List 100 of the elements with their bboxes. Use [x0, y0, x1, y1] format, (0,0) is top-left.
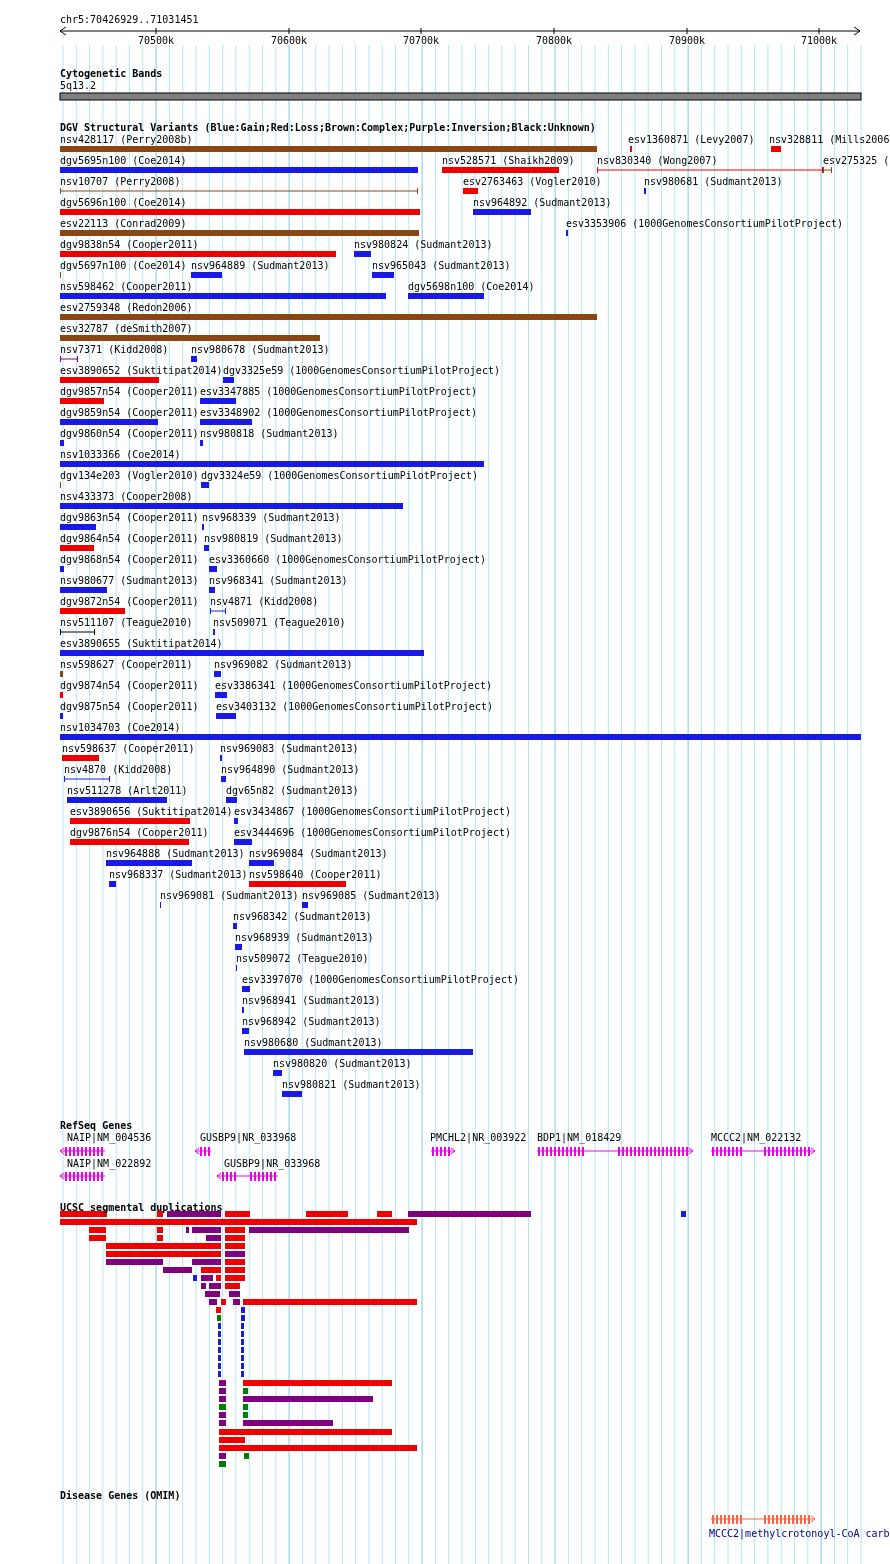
- variant-label: nsv509072 (Teague2010): [236, 953, 369, 965]
- variant-label: esv1360871 (Levy2007): [628, 134, 755, 146]
- variant-label: nsv980824 (Sudmant2013): [354, 239, 493, 251]
- gene-label: MCCC2|NM_022132: [711, 1132, 802, 1144]
- variant-label: esv3347885 (1000GenomesConsortiumPilotProject): [200, 386, 477, 398]
- variant-label: dgv3324e59 (1000GenomesConsortiumPilotProject): [201, 470, 478, 482]
- variant-label: esv3360660 (1000GenomesConsortiumPilotProject): [209, 554, 486, 566]
- gene-label: MCCC2|methylcrotonoyl-CoA carb: [709, 1528, 890, 1540]
- track-heading: UCSC segmental duplications: [60, 1202, 223, 1214]
- gene-label: GUSBP9|NR_033968: [224, 1158, 321, 1170]
- tick-label: 70500k: [137, 35, 175, 47]
- variant-label: dgv9860n54 (Cooper2011): [60, 428, 199, 440]
- band-label: 5q13.2: [60, 80, 97, 92]
- variant-label: dgv9875n54 (Cooper2011): [60, 701, 199, 713]
- variant-label: nsv969085 (Sudmant2013): [302, 890, 441, 902]
- variant-label: esv275325 (: [823, 155, 890, 167]
- variant-label: nsv968342 (Sudmant2013): [233, 911, 372, 923]
- variant-label: nsv968942 (Sudmant2013): [242, 1016, 381, 1028]
- variant-label: nsv4870 (Kidd2008): [64, 764, 173, 776]
- variant-label: esv3348902 (1000GenomesConsortiumPilotProject): [200, 407, 477, 419]
- tick-label: 70900k: [668, 35, 706, 47]
- variant-label: nsv509071 (Teague2010): [213, 617, 346, 629]
- variant-label: dgv65n82 (Sudmant2013): [226, 785, 359, 797]
- variant-label: esv3386341 (1000GenomesConsortiumPilotProject): [215, 680, 492, 692]
- variant-label: esv3444696 (1000GenomesConsortiumPilotProject): [234, 827, 511, 839]
- variant-label: nsv964889 (Sudmant2013): [191, 260, 330, 272]
- variant-label: esv2763463 (Vogler2010): [463, 176, 602, 188]
- variant-label: nsv4871 (Kidd2008): [210, 596, 319, 608]
- track-heading: DGV Structural Variants (Blue:Gain;Red:Loss;Brown:Complex;Purple:Inversion;Black:Unknown): [60, 122, 596, 134]
- variant-label: dgv9872n54 (Cooper2011): [60, 596, 199, 608]
- variant-label: nsv433373 (Cooper2008): [60, 491, 193, 503]
- variant-label: nsv964888 (Sudmant2013): [106, 848, 245, 860]
- variant-label: esv32787 (deSmith2007): [60, 323, 193, 335]
- variant-label: nsv980677 (Sudmant2013): [60, 575, 199, 587]
- variant-label: esv3353906 (1000GenomesConsortiumPilotProject): [566, 218, 843, 230]
- variant-label: nsv598640 (Cooper2011): [249, 869, 382, 881]
- variant-label: nsv1034703 (Coe2014): [60, 722, 181, 734]
- variant-label: nsv598637 (Cooper2011): [62, 743, 195, 755]
- variant-label: nsv969082 (Sudmant2013): [214, 659, 353, 671]
- variant-label: nsv980680 (Sudmant2013): [244, 1037, 383, 1049]
- variant-label: nsv968337 (Sudmant2013): [109, 869, 248, 881]
- variant-label: nsv328811 (Mills2006: [769, 134, 890, 146]
- variant-label: esv3403132 (1000GenomesConsortiumPilotProject): [216, 701, 493, 713]
- variant-label: nsv980681 (Sudmant2013): [644, 176, 783, 188]
- gene-label: NAIP|NM_022892: [67, 1158, 152, 1170]
- variant-label: nsv980678 (Sudmant2013): [191, 344, 330, 356]
- variant-label: nsv428117 (Perry2008b): [60, 134, 193, 146]
- variant-label: nsv10707 (Perry2008): [60, 176, 181, 188]
- variant-label: esv3890652 (Suktitipat2014): [60, 365, 223, 377]
- variant-label: dgv9857n54 (Cooper2011): [60, 386, 199, 398]
- gene-label: GUSBP9|NR_033968: [200, 1132, 297, 1144]
- variant-label: esv3890656 (Suktitipat2014): [70, 806, 233, 818]
- variant-label: nsv968341 (Sudmant2013): [209, 575, 348, 587]
- variant-label: dgv134e203 (Vogler2010): [60, 470, 199, 482]
- variant-label: nsv511107 (Teague2010): [60, 617, 193, 629]
- variant-label: nsv969084 (Sudmant2013): [249, 848, 388, 860]
- variant-label: dgv3325e59 (1000GenomesConsortiumPilotProject): [223, 365, 500, 377]
- variant-label: dgv5696n100 (Coe2014): [60, 197, 187, 209]
- variant-label: nsv968339 (Sudmant2013): [202, 512, 341, 524]
- tick-label: 70600k: [270, 35, 308, 47]
- tick-label: 70800k: [535, 35, 573, 47]
- variant-label: nsv980819 (Sudmant2013): [204, 533, 343, 545]
- variant-label: nsv969083 (Sudmant2013): [220, 743, 359, 755]
- variant-label: esv3434867 (1000GenomesConsortiumPilotProject): [234, 806, 511, 818]
- variant-label: dgv9838n54 (Cooper2011): [60, 239, 199, 251]
- variant-label: nsv598462 (Cooper2011): [60, 281, 193, 293]
- variant-label: nsv511278 (Arlt2011): [67, 785, 188, 797]
- variant-label: dgv5695n100 (Coe2014): [60, 155, 187, 167]
- gene-label: PMCHL2|NR_003922: [430, 1132, 527, 1144]
- track-heading: Cytogenetic Bands: [60, 68, 163, 80]
- variant-label: nsv968939 (Sudmant2013): [235, 932, 374, 944]
- tick-label: 71000k: [800, 35, 838, 47]
- variant-label: nsv968941 (Sudmant2013): [242, 995, 381, 1007]
- variant-label: dgv9864n54 (Cooper2011): [60, 533, 199, 545]
- tick-label: 70700k: [402, 35, 440, 47]
- track-heading: Disease Genes (OMIM): [60, 1490, 181, 1502]
- variant-label: nsv1033366 (Coe2014): [60, 449, 181, 461]
- variant-label: nsv964890 (Sudmant2013): [221, 764, 360, 776]
- variant-label: dgv9859n54 (Cooper2011): [60, 407, 199, 419]
- variant-label: nsv965043 (Sudmant2013): [372, 260, 511, 272]
- variant-label: dgv9876n54 (Cooper2011): [70, 827, 209, 839]
- variant-label: nsv969081 (Sudmant2013): [160, 890, 299, 902]
- variant-label: nsv830340 (Wong2007): [597, 155, 718, 167]
- variant-label: esv3890655 (Suktitipat2014): [60, 638, 223, 650]
- variant-label: dgv9868n54 (Cooper2011): [60, 554, 199, 566]
- variant-label: dgv5697n100 (Coe2014): [60, 260, 187, 272]
- variant-label: nsv964892 (Sudmant2013): [473, 197, 612, 209]
- gene-label: NAIP|NM_004536: [67, 1132, 152, 1144]
- variant-label: dgv9863n54 (Cooper2011): [60, 512, 199, 524]
- variant-label: nsv7371 (Kidd2008): [60, 344, 169, 356]
- variant-label: esv2759348 (Redon2006): [60, 302, 193, 314]
- track-heading: RefSeq Genes: [60, 1120, 133, 1132]
- variant-label: nsv980818 (Sudmant2013): [200, 428, 339, 440]
- variant-label: dgv9874n54 (Cooper2011): [60, 680, 199, 692]
- variant-label: nsv980821 (Sudmant2013): [282, 1079, 421, 1091]
- variant-label: esv22113 (Conrad2009): [60, 218, 187, 230]
- gene-label: BDP1|NM_018429: [537, 1132, 622, 1144]
- position-label: chr5:70426929..71031451: [60, 14, 199, 26]
- variant-label: nsv980820 (Sudmant2013): [273, 1058, 412, 1070]
- variant-label: nsv598627 (Cooper2011): [60, 659, 193, 671]
